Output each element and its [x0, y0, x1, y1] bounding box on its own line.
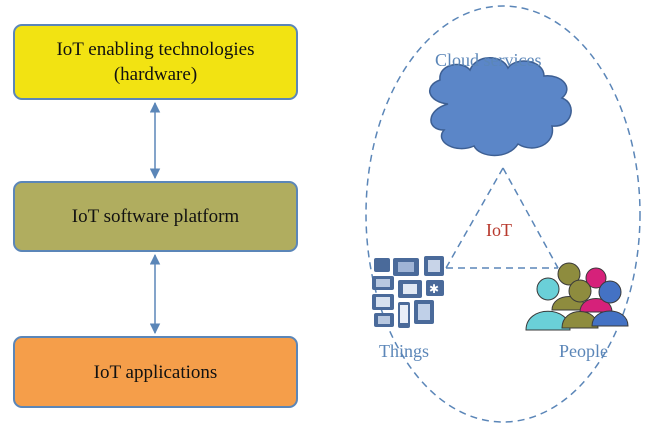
cloud-icon: [429, 57, 572, 157]
cloud-services-label: Cloud services: [435, 50, 542, 70]
hardware-box: IoT enabling technologies (hardware): [13, 24, 298, 100]
people-icon: [525, 262, 629, 331]
hardware-label: IoT enabling technologies (hardware): [56, 39, 255, 85]
applications-label: IoT applications: [93, 361, 218, 383]
software-platform-label: IoT software platform: [71, 206, 240, 227]
things-label: Things: [379, 341, 430, 361]
iot-triangle: [445, 167, 559, 269]
people-label: People: [559, 341, 608, 361]
things-icon: ✱: [372, 256, 444, 328]
iot-center-label: IoT: [486, 220, 512, 240]
applications-box: IoT applications: [13, 336, 298, 408]
ecosystem-ellipse: [365, 5, 641, 423]
svg-text:✱: ✱: [429, 282, 439, 296]
software-platform-box: IoT software platform: [13, 181, 298, 252]
